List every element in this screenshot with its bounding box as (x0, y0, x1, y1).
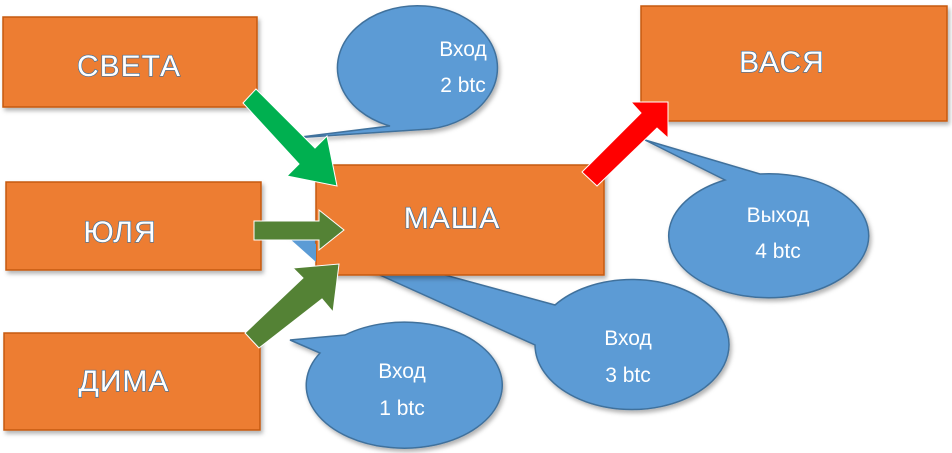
node-yulia-label: ЮЛЯ (83, 216, 156, 249)
node-dima-label: ДИМА (79, 365, 170, 398)
callout-yulia-in-line1: Вход (604, 327, 652, 350)
callout-sveta-in-line2: 2 btc (440, 74, 486, 97)
node-vasya-label: ВАСЯ (739, 46, 825, 79)
node-yulia (5, 181, 262, 271)
callout-sveta-in: Вход 2 btc (292, 5, 499, 139)
arrow-masha-to-vasya (581, 101, 669, 187)
node-vasya-box (640, 5, 948, 122)
node-masha (315, 164, 605, 276)
node-sveta (2, 16, 258, 108)
callout-vasya-out-line2: 4 btc (755, 240, 801, 263)
arrow-yulia-to-masha (253, 208, 345, 252)
node-dima (3, 332, 261, 431)
node-dima-box (3, 332, 261, 431)
callout-vasya-out-line1: Выход (747, 204, 810, 227)
callout-vasya-out: Выход 4 btc (644, 139, 870, 299)
node-masha-label: МАША (404, 202, 501, 235)
node-masha-box (315, 164, 605, 276)
arrow-dima-to-masha (244, 263, 340, 349)
callout-dima-in-bubble (289, 321, 503, 449)
callout-dima-in-line1: Вход (378, 360, 426, 383)
callout-dima-in: Вход 1 btc (289, 321, 503, 449)
callout-dima-in-line2: 1 btc (379, 397, 425, 420)
node-sveta-box (2, 16, 258, 108)
arrow-sveta-to-masha (242, 88, 338, 187)
node-vasya (640, 5, 948, 122)
callout-sveta-in-bubble (292, 5, 499, 139)
node-sveta-label: СВЕТА (77, 50, 181, 83)
callout-yulia-in-line2: 3 btc (605, 364, 651, 387)
callout-vasya-out-bubble (644, 139, 870, 299)
callout-sveta-in-line1: Вход (439, 38, 487, 61)
node-yulia-box (5, 181, 262, 271)
